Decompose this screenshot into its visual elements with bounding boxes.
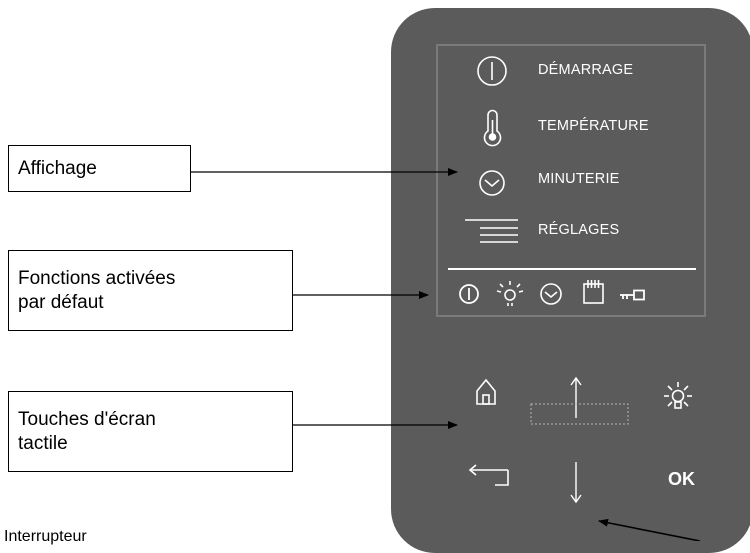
calendar-icon — [583, 280, 604, 304]
slider-area[interactable] — [530, 403, 629, 425]
menu-item-minuterie[interactable]: MINUTERIE — [538, 171, 620, 187]
status-light-icon — [496, 281, 524, 306]
back-icon[interactable] — [468, 464, 509, 486]
control-panel — [391, 8, 750, 553]
settings-lines-icon — [465, 219, 518, 243]
label-fonctions-activees: Fonctions activées par défaut — [8, 250, 293, 331]
callout-arrow-interrupteur — [598, 518, 701, 541]
menu-item-reglages[interactable]: RÉGLAGES — [538, 222, 620, 238]
power-icon — [477, 56, 507, 86]
label-touches-line2: tactile — [18, 432, 68, 454]
label-affichage: Affichage — [8, 145, 191, 192]
ok-button[interactable]: OK — [668, 469, 695, 489]
arrow-up-icon[interactable] — [570, 376, 582, 418]
diagram-graphics — [191, 56, 701, 541]
clock-icon — [479, 170, 505, 196]
label-affichage-text: Affichage — [18, 157, 97, 179]
light-key-icon[interactable] — [664, 382, 692, 409]
status-clock-icon — [540, 283, 562, 305]
key-icon — [620, 289, 645, 301]
status-divider — [448, 268, 696, 270]
menu-item-demarrage[interactable]: DÉMARRAGE — [538, 62, 634, 78]
label-fonctions-line1: Fonctions activées — [18, 267, 176, 289]
status-power-icon — [459, 284, 479, 304]
label-fonctions-line2: par défaut — [18, 291, 104, 313]
menu-item-temperature[interactable]: TEMPÉRATURE — [538, 118, 649, 134]
thermometer-icon — [483, 109, 502, 147]
arrow-down-icon[interactable] — [570, 462, 582, 504]
display-screen — [436, 44, 706, 317]
label-touches-ecran: Touches d'écran tactile — [8, 391, 293, 472]
label-touches-line1: Touches d'écran — [18, 408, 156, 430]
home-icon[interactable] — [476, 378, 496, 405]
